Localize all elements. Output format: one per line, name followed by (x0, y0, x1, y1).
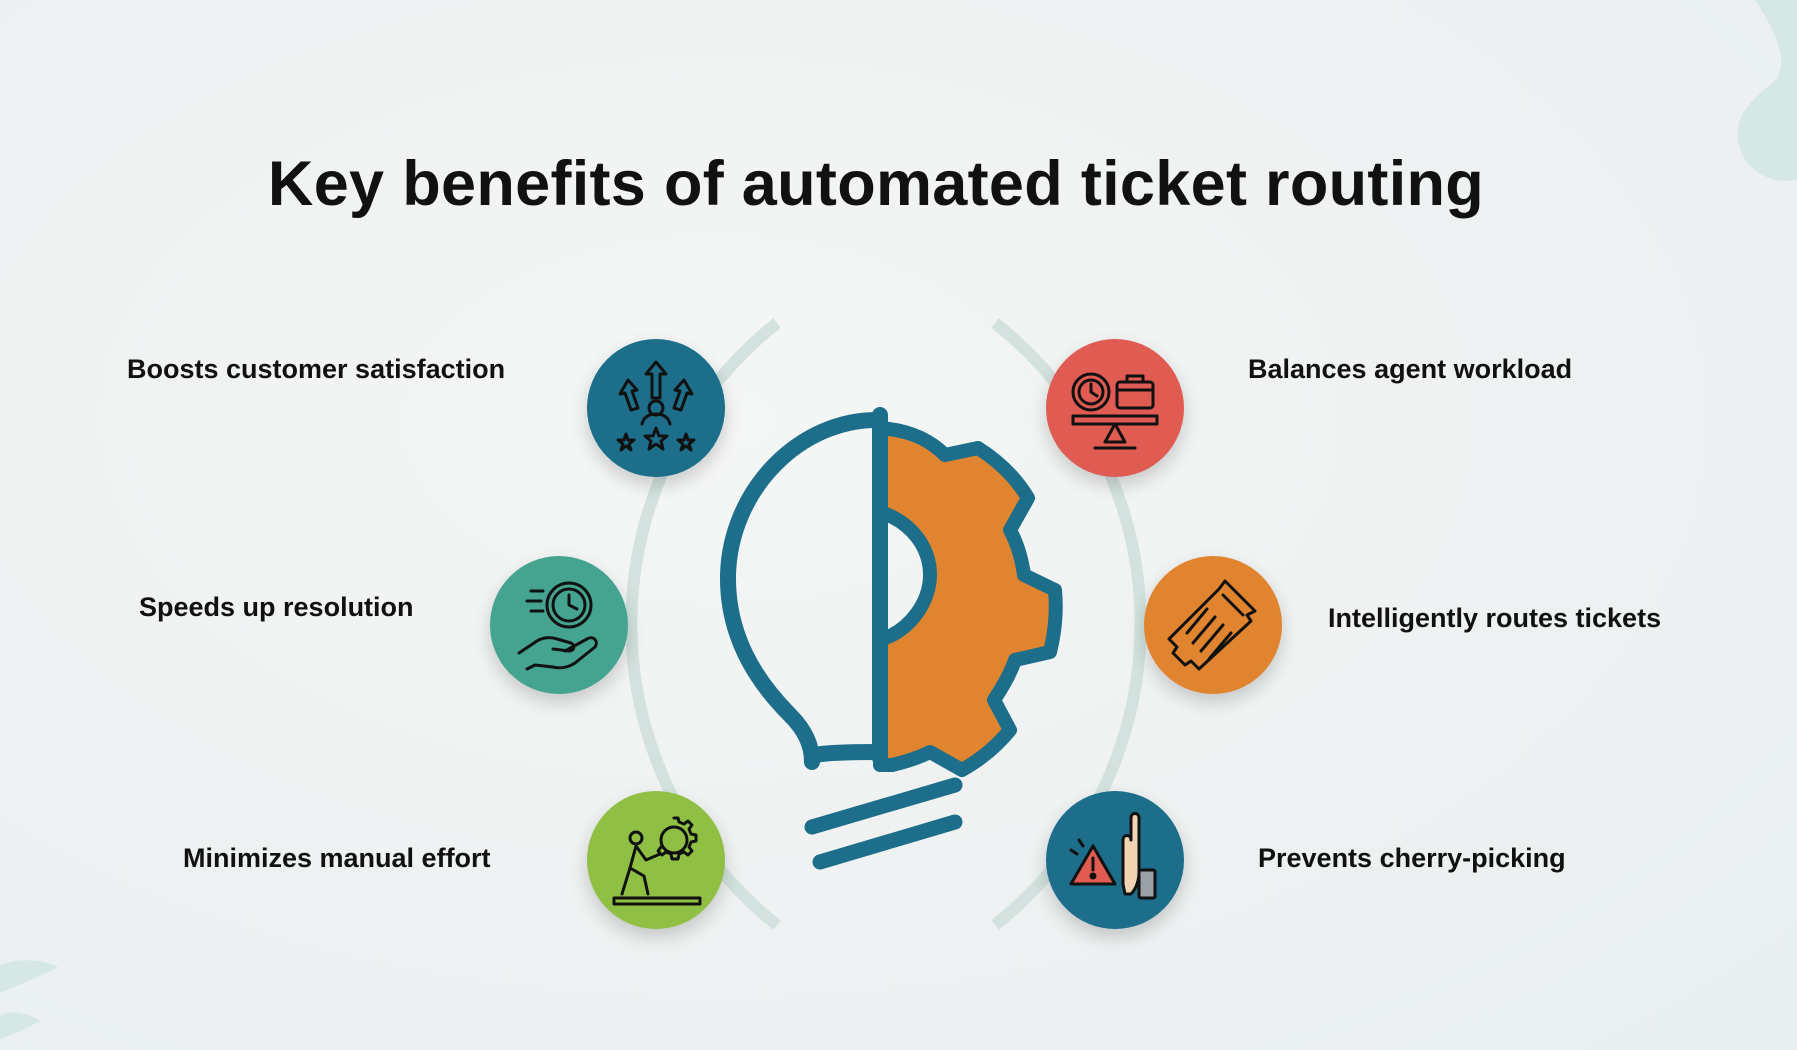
person-pushing-gear-icon (612, 816, 702, 906)
benefit-circle-speeds-up-resolution (490, 556, 628, 694)
balance-scale-icon (1071, 372, 1159, 450)
page-title: Key benefits of automated ticket routing (267, 149, 1485, 219)
benefit-circle-boosts-customer-satisfaction (587, 339, 725, 477)
ticket-icon (1167, 579, 1257, 671)
warning-stop-hand-icon (1069, 812, 1157, 900)
benefit-circle-minimizes-manual-effort (587, 791, 725, 929)
rising-arrows-stars-icon (616, 360, 696, 452)
decorative-blob-bottom-left (0, 960, 58, 1039)
benefit-label-minimizes-manual-effort: Minimizes manual effort (183, 843, 491, 873)
benefit-label-balances-agent-workload: Balances agent workload (1248, 354, 1573, 384)
clock-hand-icon (517, 581, 598, 671)
benefit-circle-prevents-cherry-picking (1046, 791, 1184, 929)
benefit-label-boosts-customer-satisfaction: Boosts customer satisfaction (127, 354, 506, 384)
decorative-blob-top-right (1737, 0, 1797, 181)
benefit-circle-intelligently-routes-tickets (1144, 556, 1282, 694)
benefit-circle-balances-agent-workload (1046, 339, 1184, 477)
benefit-label-intelligently-routes-tickets: Intelligently routes tickets (1328, 603, 1662, 633)
benefit-label-prevents-cherry-picking: Prevents cherry-picking (1258, 843, 1566, 873)
benefit-label-speeds-up-resolution: Speeds up resolution (139, 592, 414, 622)
lightbulb-gear-icon (719, 407, 1063, 870)
